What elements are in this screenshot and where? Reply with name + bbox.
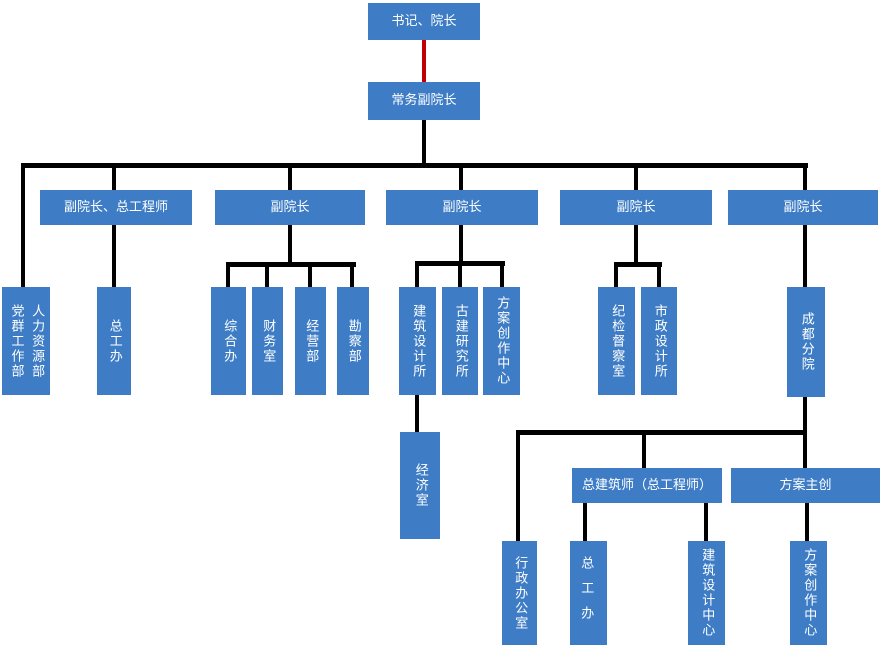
node-survey-dept: 勘察部 [337, 287, 369, 395]
node-business-dept: 经营部 [295, 287, 326, 395]
connector-drop-vp3 [459, 166, 463, 191]
node-vp2-label: 副院长 [270, 199, 310, 215]
node-chief-eng-office-label: 总工办 [106, 318, 122, 364]
connector-vp2-trunk [288, 225, 292, 265]
node-chengdu-branch-label: 成都分院 [798, 312, 814, 372]
connector-vp5-to-chengdu-branch [803, 225, 807, 287]
node-vp5: 副院长 [728, 190, 878, 225]
connector-vpce-to-chief-eng-office [112, 225, 116, 288]
node-branch-scheme-center: 方案创作中心 [790, 541, 827, 645]
node-admin-office: 行政办公室 [502, 541, 537, 645]
node-economy-office: 经济室 [400, 432, 440, 539]
connector-drop-ancient-arch-institute [458, 264, 462, 288]
node-ancient-arch-institute-label: 古建研究所 [452, 303, 468, 379]
node-chengdu-branch: 成都分院 [787, 287, 825, 397]
node-branch-chief-eng-office: 总工办 [570, 541, 607, 645]
node-discipline-office: 纪检督察室 [598, 287, 635, 395]
connector-bus-vp2 [226, 262, 356, 267]
node-exec-vice-dean-label: 常务副院长 [391, 93, 457, 109]
node-vp-chief-engineer-label: 副院长、总工程师 [63, 199, 168, 215]
node-vp3: 副院长 [386, 190, 538, 225]
node-scheme-creation-center-label: 方案创作中心 [494, 296, 510, 386]
node-chief-architect-label: 总建筑师（总工程师） [581, 477, 712, 493]
connector-drop-general-office [226, 265, 230, 288]
connector-drop-branch-scheme-center [805, 503, 809, 541]
node-admin-office-label: 行政办公室 [512, 555, 528, 631]
node-municipal-design-institute: 市政设计所 [641, 287, 677, 395]
connector-vp4-trunk [634, 225, 638, 265]
connector-drop-departments-left [21, 166, 25, 287]
node-chief-architect: 总建筑师（总工程师） [572, 468, 722, 503]
node-business-dept-label: 经营部 [303, 318, 319, 364]
connector-drop-discipline-office [614, 265, 618, 288]
node-vp4: 副院长 [560, 190, 712, 225]
node-general-office: 综合办 [211, 287, 246, 395]
node-chief-eng-office: 总工办 [97, 287, 131, 395]
node-branch-scheme-center-label: 方案创作中心 [801, 548, 817, 638]
connector-drop-chief-architect [642, 433, 646, 468]
node-vp2: 副院长 [215, 190, 365, 225]
node-arch-design-center-label: 建筑设计中心 [699, 548, 715, 638]
node-arch-design-institute-label: 建筑设计所 [410, 303, 426, 379]
node-ancient-arch-institute: 古建研究所 [442, 287, 478, 395]
node-hr-dept-label: 人力资源部 [29, 303, 45, 379]
connector-red-secretary-to-execvp [422, 40, 426, 83]
node-finance-office-label: 财务室 [260, 318, 276, 364]
node-party-masses-dept-label: 党群工作部 [8, 303, 24, 379]
connector-drop-vp2 [288, 166, 292, 191]
connector-drop-finance-office [265, 265, 269, 288]
node-exec-vice-dean: 常务副院长 [368, 82, 480, 120]
node-scheme-lead-label: 方案主创 [779, 477, 832, 493]
connector-drop-vp4 [634, 166, 638, 191]
node-economy-office-label: 经济室 [412, 463, 428, 508]
node-arch-design-institute: 建筑设计所 [399, 287, 436, 395]
node-vp3-label: 副院长 [442, 199, 482, 215]
connector-drop-municipal-design [657, 265, 661, 288]
connector-drop-vp-chief-engineer [112, 166, 116, 191]
node-discipline-office-label: 纪检督察室 [609, 303, 625, 379]
connector-drop-business-dept [308, 265, 312, 288]
connector-trunk-execvp [422, 120, 426, 166]
connector-bus-vp4 [614, 262, 662, 267]
connector-bus-chengdu-branch [516, 430, 807, 435]
connector-drop-admin-office [516, 433, 520, 541]
node-vp-chief-engineer: 副院长、总工程师 [40, 190, 192, 225]
connector-bus-level2 [21, 163, 808, 168]
node-finance-office: 财务室 [252, 287, 283, 395]
node-secretary-dean: 书记、院长 [368, 3, 480, 40]
connector-bus-vp3 [415, 261, 505, 266]
node-vp5-label: 副院长 [783, 199, 823, 215]
connector-drop-branch-chief-eng-office [583, 503, 587, 541]
connector-drop-scheme-creation-center [500, 264, 504, 288]
node-party-masses-and-hr-dept: 党群工作部 人力资源部 [2, 287, 50, 395]
connector-drop-survey-dept [350, 265, 354, 288]
connector-drop-arch-design-center [704, 503, 708, 541]
node-branch-chief-eng-office-label: 总工办 [578, 555, 594, 631]
node-survey-dept-label: 勘察部 [345, 318, 361, 364]
connector-vp3-trunk [459, 225, 463, 265]
node-scheme-lead: 方案主创 [731, 468, 880, 503]
node-general-office-label: 综合办 [221, 318, 237, 364]
node-scheme-creation-center: 方案创作中心 [483, 287, 520, 395]
connector-drop-vp5 [803, 166, 807, 191]
connector-drop-arch-design-institute [415, 264, 419, 288]
node-secretary-dean-label: 书记、院长 [391, 13, 457, 29]
node-vp4-label: 副院长 [616, 199, 656, 215]
connector-adi-to-economy-office [415, 395, 419, 432]
node-arch-design-center: 建筑设计中心 [688, 541, 725, 645]
node-municipal-design-institute-label: 市政设计所 [651, 303, 667, 379]
